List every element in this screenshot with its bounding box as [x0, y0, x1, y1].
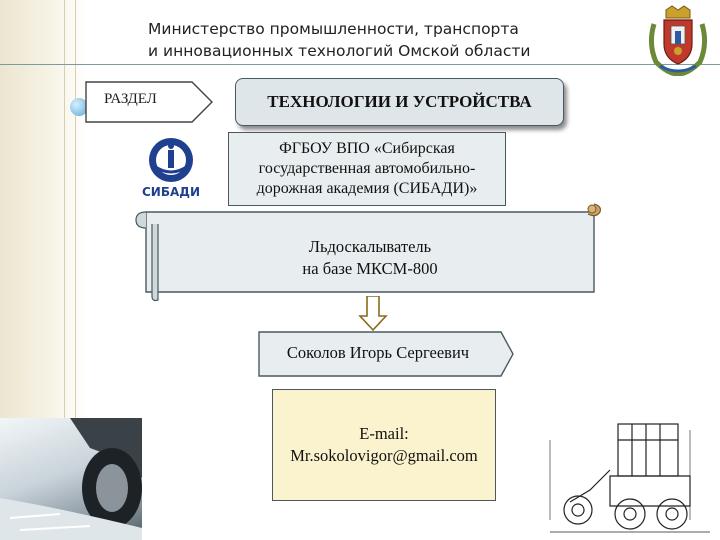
sibadi-logo: СИБАДИ: [134, 136, 208, 202]
section-title-box: ТЕХНОЛОГИИ И УСТРОЙСТВА: [235, 78, 564, 126]
project-line-1: Льдоскалыватель: [308, 237, 432, 256]
organization-line-3: дорожная академия (СИБАДИ)»: [256, 180, 478, 197]
project-title: Льдоскалыватель на базе МКСМ-800: [150, 236, 590, 280]
icy-road-photo: [0, 418, 142, 540]
ministry-line-1: Министерство промышленности, транспорта: [148, 20, 519, 38]
sibadi-logo-icon: СИБАДИ: [142, 138, 200, 199]
email-address[interactable]: Mr.sokolovigor@gmail.com: [290, 446, 478, 465]
svg-text:СИБАДИ: СИБАДИ: [142, 185, 200, 199]
down-arrow-icon: [358, 296, 388, 332]
organization-line-1: ФГБОУ ВПО «Сибирская: [279, 140, 455, 157]
section-title: ТЕХНОЛОГИИ И УСТРОЙСТВА: [267, 92, 532, 111]
email-label: E-mail:: [359, 424, 409, 443]
decorative-dot: [70, 98, 88, 116]
ice-breaker-machine-drawing: [549, 423, 710, 533]
author-name: Соколов Игорь Сергеевич: [286, 343, 470, 362]
project-line-2: на базе МКСМ-800: [302, 259, 438, 278]
car-wheel-icon: [0, 418, 142, 540]
ministry-line-2: и инновационных технологий Омской област…: [148, 42, 531, 60]
project-scroll-banner: [135, 203, 601, 302]
header-divider: [0, 64, 720, 65]
ministry-title: Министерство промышленности, транспорта …: [148, 18, 548, 62]
organization-line-2: государственная автомобильно-: [258, 160, 476, 177]
section-label: РАЗДЕЛ: [104, 91, 157, 107]
section-arrow-shape: [85, 81, 213, 123]
author-pentagon: [258, 331, 514, 377]
coat-of-arms-icon: [648, 5, 708, 76]
stripe-lines: [64, 0, 76, 540]
organization-box: ФГБОУ ВПО «Сибирская государственная авт…: [228, 132, 506, 206]
contact-box: E-mail: Mr.sokolovigor@gmail.com: [272, 389, 496, 501]
